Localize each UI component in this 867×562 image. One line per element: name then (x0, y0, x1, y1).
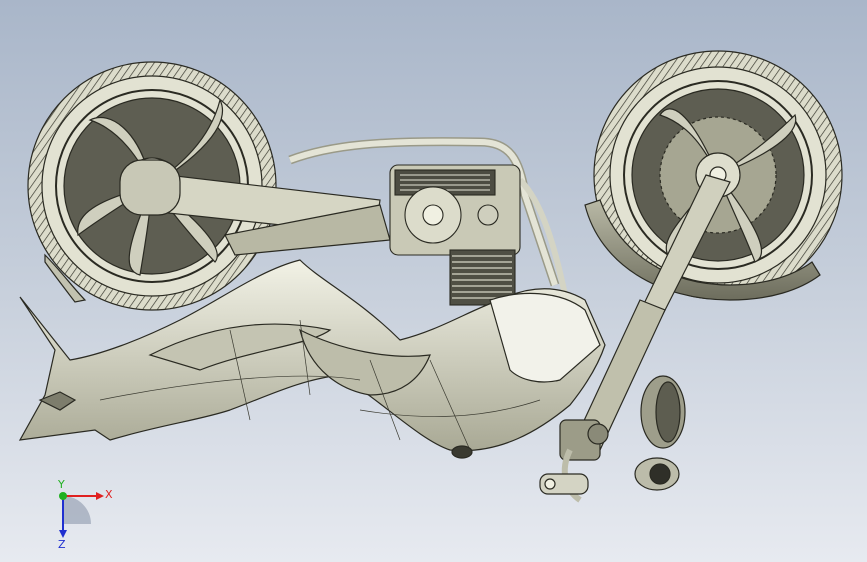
front-wheel (584, 50, 843, 301)
y-axis-label: Y (57, 478, 65, 491)
engine (389, 164, 521, 306)
z-axis-label: Z (58, 538, 66, 548)
x-axis-label: X (105, 488, 113, 501)
triad-plane-shading (63, 496, 91, 524)
body-fairing (18, 259, 606, 459)
coordinate-triad: X Y Z (57, 478, 113, 548)
front-fork (539, 174, 731, 503)
tail-section (44, 253, 87, 303)
x-axis-arrowhead (96, 492, 104, 500)
y-axis-dot (59, 492, 67, 500)
z-axis-arrowhead (59, 530, 67, 538)
